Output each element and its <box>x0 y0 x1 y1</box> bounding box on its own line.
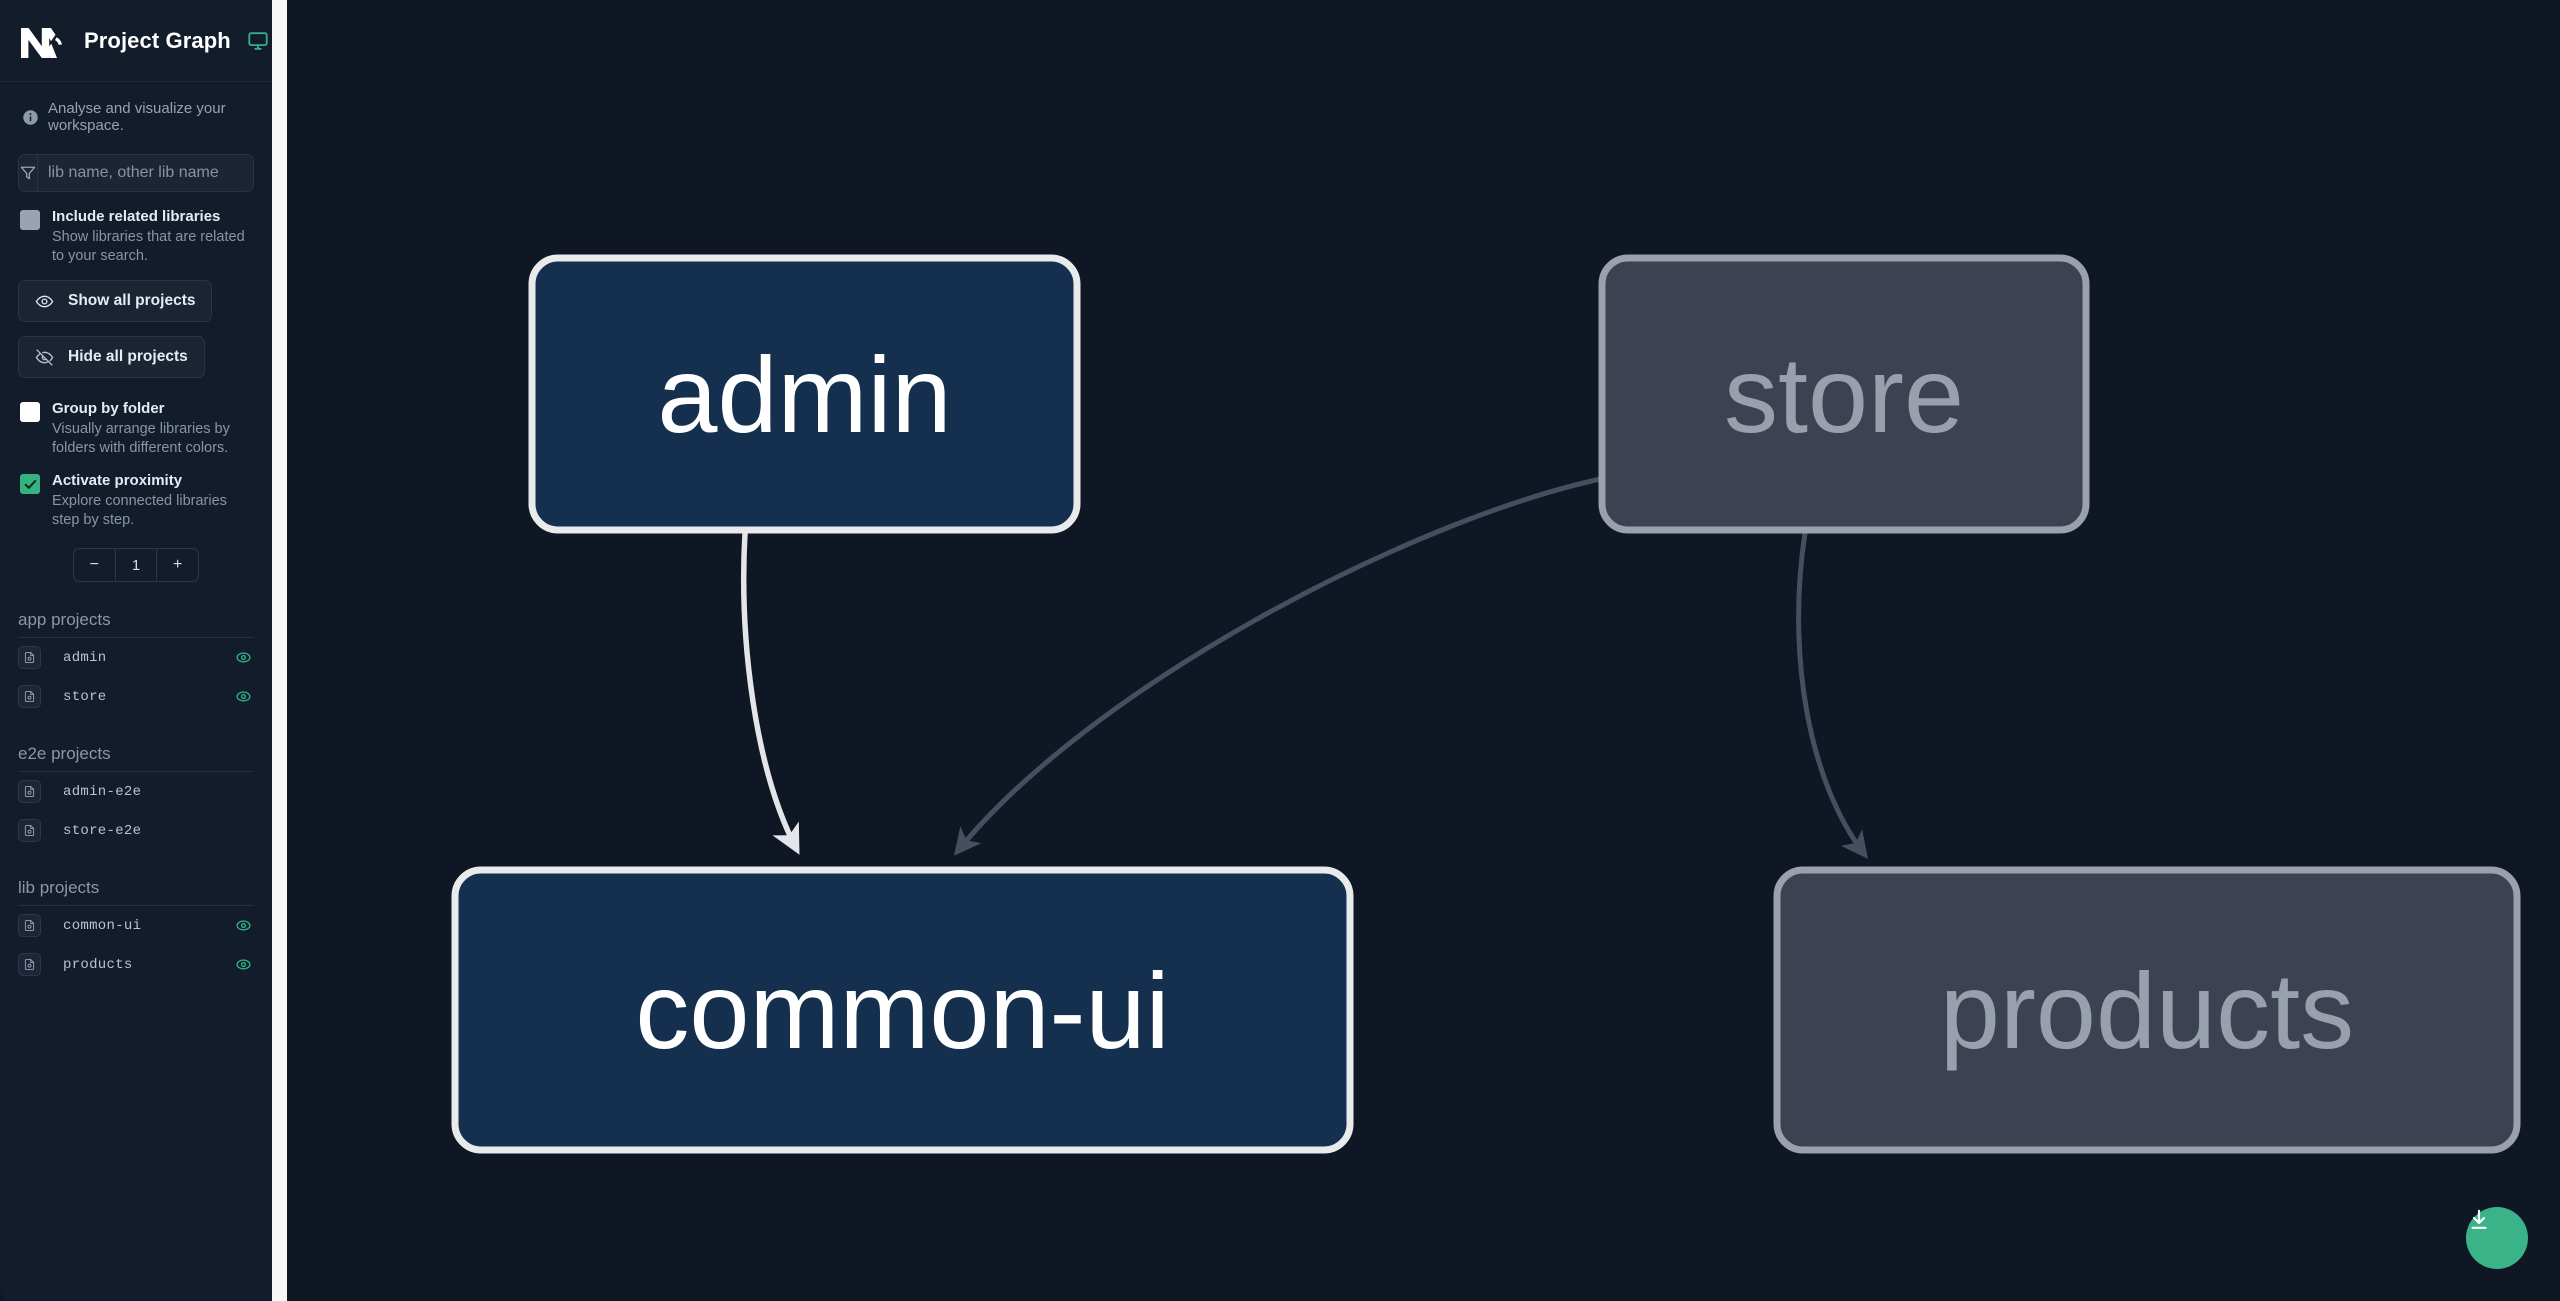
project-file-icon <box>24 652 35 663</box>
project-name: admin-e2e <box>63 783 142 800</box>
graph-nodes <box>451 254 2521 1154</box>
proximity-value: 1 <box>116 549 158 581</box>
project-group-app-projects: app projects admin store <box>0 610 272 716</box>
project-visibility-toggle[interactable] <box>235 956 252 973</box>
edge-store-to-products[interactable] <box>1796 532 1868 859</box>
group-by-folder-checkbox[interactable] <box>20 402 40 422</box>
tagline: Analyse and visualize your workspace. <box>0 82 272 134</box>
project-file-icon-box <box>18 646 41 669</box>
option-include-related-libraries[interactable]: Include related libraries Show libraries… <box>0 192 272 266</box>
project-group-title: lib projects <box>18 878 254 906</box>
include-related-libraries-checkbox[interactable] <box>20 210 40 230</box>
project-name: common-ui <box>63 917 142 934</box>
project-name: products <box>63 956 133 973</box>
project-row-common-ui[interactable]: common-ui <box>18 906 254 945</box>
project-visibility-toggle[interactable] <box>235 649 252 666</box>
option-activate-proximity[interactable]: Activate proximity Explore connected lib… <box>0 458 272 530</box>
eye-visible-icon[interactable] <box>235 917 252 934</box>
project-file-icon-box <box>18 780 41 803</box>
eye-visible-icon[interactable] <box>235 649 252 666</box>
search-bar[interactable] <box>18 154 254 192</box>
project-file-icon-box <box>18 953 41 976</box>
tagline-text: Analyse and visualize your workspace. <box>48 100 226 134</box>
hide-all-projects-button[interactable]: Hide all projects <box>18 336 205 378</box>
project-group-title: e2e projects <box>18 744 254 772</box>
eye-visible-icon[interactable] <box>235 956 252 973</box>
project-name: store <box>63 688 107 705</box>
project-file-icon <box>24 691 35 702</box>
project-row-admin-e2e[interactable]: admin-e2e <box>18 772 254 811</box>
option-group-by-folder[interactable]: Group by folder Visually arrange librari… <box>0 378 272 458</box>
show-all-projects-button[interactable]: Show all projects <box>18 280 213 322</box>
eye-icon <box>35 295 54 307</box>
option-description: Visually arrange libraries by folders wi… <box>52 420 230 456</box>
page-title: Project Graph <box>84 27 231 53</box>
project-row-products[interactable]: products <box>18 945 254 984</box>
project-name: admin <box>63 649 107 666</box>
project-file-icon <box>24 825 35 836</box>
check-icon <box>24 479 36 489</box>
project-file-icon <box>24 786 35 797</box>
project-file-icon-box <box>18 685 41 708</box>
project-groups: app projects admin store e2e projects admin-… <box>0 610 272 984</box>
sidebar: Project Graph Analyse and visualize your… <box>0 0 272 1301</box>
info-icon <box>22 109 39 126</box>
option-description: Show libraries that are related to your … <box>52 228 245 264</box>
download-icon <box>2471 1209 2487 1229</box>
project-name: store-e2e <box>63 822 142 839</box>
project-visibility-toggle-empty[interactable] <box>235 822 252 839</box>
project-row-store[interactable]: store <box>18 677 254 716</box>
graph-canvas[interactable]: admin store common-ui products <box>287 0 2560 1301</box>
project-row-store-e2e[interactable]: store-e2e <box>18 811 254 850</box>
hide-all-projects-label: Hide all projects <box>68 348 188 365</box>
project-visibility-toggle[interactable] <box>235 688 252 705</box>
project-visibility-toggle[interactable] <box>235 917 252 934</box>
project-file-icon-box <box>18 914 41 937</box>
show-all-projects-label: Show all projects <box>68 292 196 309</box>
graph-edges <box>741 475 1868 859</box>
node-products[interactable] <box>1773 866 2521 1154</box>
monitor-icon[interactable] <box>247 30 269 52</box>
proximity-decrement-button[interactable]: − <box>74 549 116 581</box>
node-admin[interactable] <box>528 254 1081 534</box>
download-image-button[interactable] <box>2466 1207 2528 1269</box>
node-store[interactable] <box>1598 254 2090 534</box>
project-visibility-toggle-empty[interactable] <box>235 783 252 800</box>
filter-funnel-icon <box>19 155 38 191</box>
graph-svg <box>451 254 2521 1154</box>
project-group-e2e-projects: e2e projects admin-e2e store-e2e <box>0 744 272 850</box>
option-title: Include related libraries <box>52 208 221 225</box>
nx-logo-icon <box>18 22 66 60</box>
node-common-ui[interactable] <box>451 866 1354 1154</box>
project-file-icon-box <box>18 819 41 842</box>
project-file-icon <box>24 920 35 931</box>
option-title: Group by folder <box>52 400 165 417</box>
proximity-increment-button[interactable]: + <box>173 556 183 573</box>
search-input[interactable] <box>38 155 253 191</box>
project-group-lib-projects: lib projects common-ui products <box>0 878 272 984</box>
eye-visible-icon[interactable] <box>235 688 252 705</box>
eye-off-icon <box>35 348 54 366</box>
activate-proximity-checkbox[interactable] <box>20 474 40 494</box>
sidebar-scrollbar[interactable] <box>272 0 287 1301</box>
edge-admin-to-common-ui[interactable] <box>741 532 800 855</box>
project-file-icon <box>24 959 35 970</box>
option-title: Activate proximity <box>52 472 183 489</box>
proximity-stepper[interactable]: − 1 + <box>73 548 199 582</box>
edge-store-to-common-ui[interactable] <box>953 475 1606 856</box>
option-description: Explore connected libraries step by step… <box>52 492 227 528</box>
sidebar-header: Project Graph <box>0 0 272 82</box>
project-group-title: app projects <box>18 610 254 638</box>
project-row-admin[interactable]: admin <box>18 638 254 677</box>
